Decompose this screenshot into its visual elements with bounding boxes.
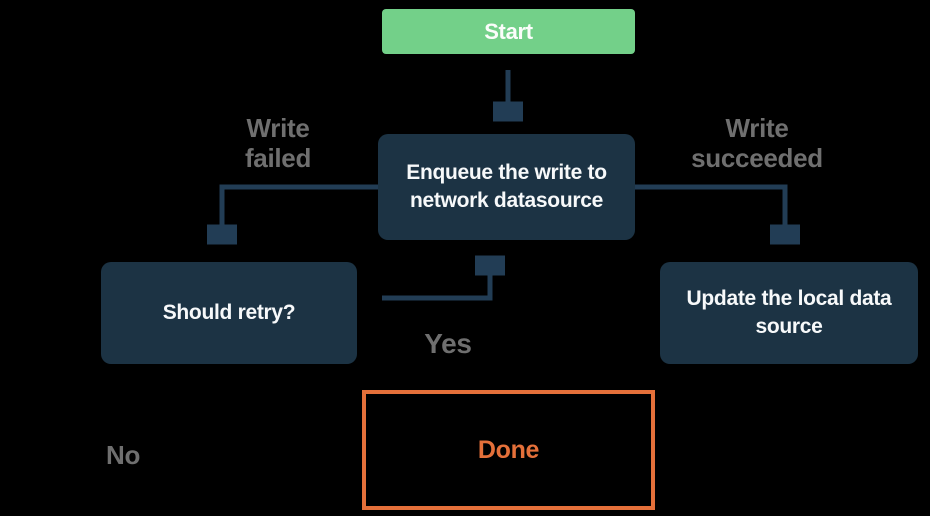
node-update-local-source: Update the local data source: [660, 262, 918, 364]
arrow-yes-retry-loop: [382, 273, 490, 301]
node-enqueue-write: Enqueue the write to network datasource: [378, 134, 635, 240]
node-start: Start: [382, 9, 635, 54]
node-done: Done: [362, 390, 655, 510]
node-should-retry: Should retry?: [101, 262, 357, 364]
edge-label-no: No: [105, 440, 141, 470]
edge-label-write-succeeded: Write succeeded: [691, 113, 823, 173]
arrow-write-succeeded: [635, 184, 785, 227]
arrow-write-failed: [222, 184, 378, 227]
edge-label-write-failed: Write failed: [244, 113, 312, 173]
edge-label-yes: Yes: [424, 328, 472, 359]
